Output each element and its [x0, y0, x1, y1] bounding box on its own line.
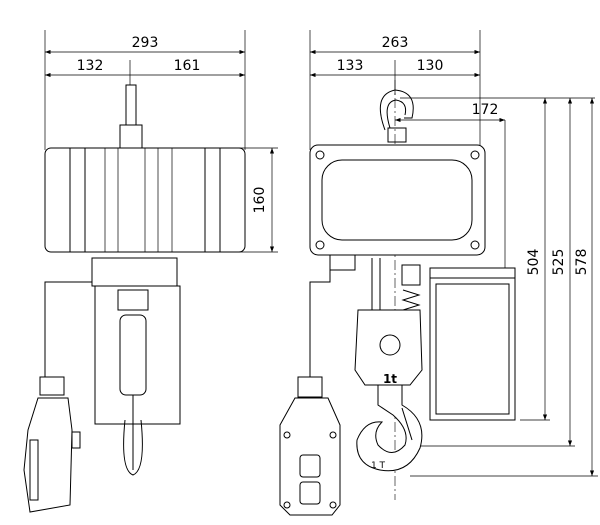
- dim-front-left-width: 133: [337, 58, 364, 74]
- load-hook: 1 T: [356, 384, 423, 472]
- hook-block: 1t: [354, 309, 423, 386]
- front-motor-body: [309, 144, 486, 271]
- hook-capacity-label: 1 T: [371, 461, 386, 471]
- dim-hook-offset: 172: [472, 102, 499, 118]
- dim-side-right-width: 161: [174, 58, 201, 74]
- front-dimension-lines: [309, 30, 598, 477]
- load-chain-and-spring: [371, 258, 421, 316]
- front-view: 263 133 130 172 504 525 578 1t 1 T: [279, 30, 598, 516]
- side-motor-body: [44, 147, 246, 253]
- side-view: 293 132 161 160: [23, 30, 278, 513]
- chain-container: [429, 267, 516, 421]
- dim-side-overall-width: 293: [132, 35, 159, 51]
- dim-height-578: 578: [574, 249, 590, 276]
- side-gearbox: [91, 257, 181, 476]
- side-control-cable: [44, 281, 92, 378]
- side-pendant-control: [23, 376, 81, 513]
- dim-side-left-width: 132: [77, 58, 104, 74]
- top-suspension-hook: [379, 80, 414, 500]
- dim-front-overall-width: 263: [382, 35, 409, 51]
- side-suspension-shaft: [119, 84, 143, 149]
- dim-height-525: 525: [551, 249, 567, 276]
- dim-motor-height: 160: [252, 187, 268, 214]
- hook-block-capacity-label: 1t: [383, 372, 397, 386]
- dim-height-504: 504: [526, 249, 542, 276]
- dim-front-right-width: 130: [417, 58, 444, 74]
- front-control-cable: [309, 270, 331, 378]
- front-pendant-control: [279, 376, 341, 516]
